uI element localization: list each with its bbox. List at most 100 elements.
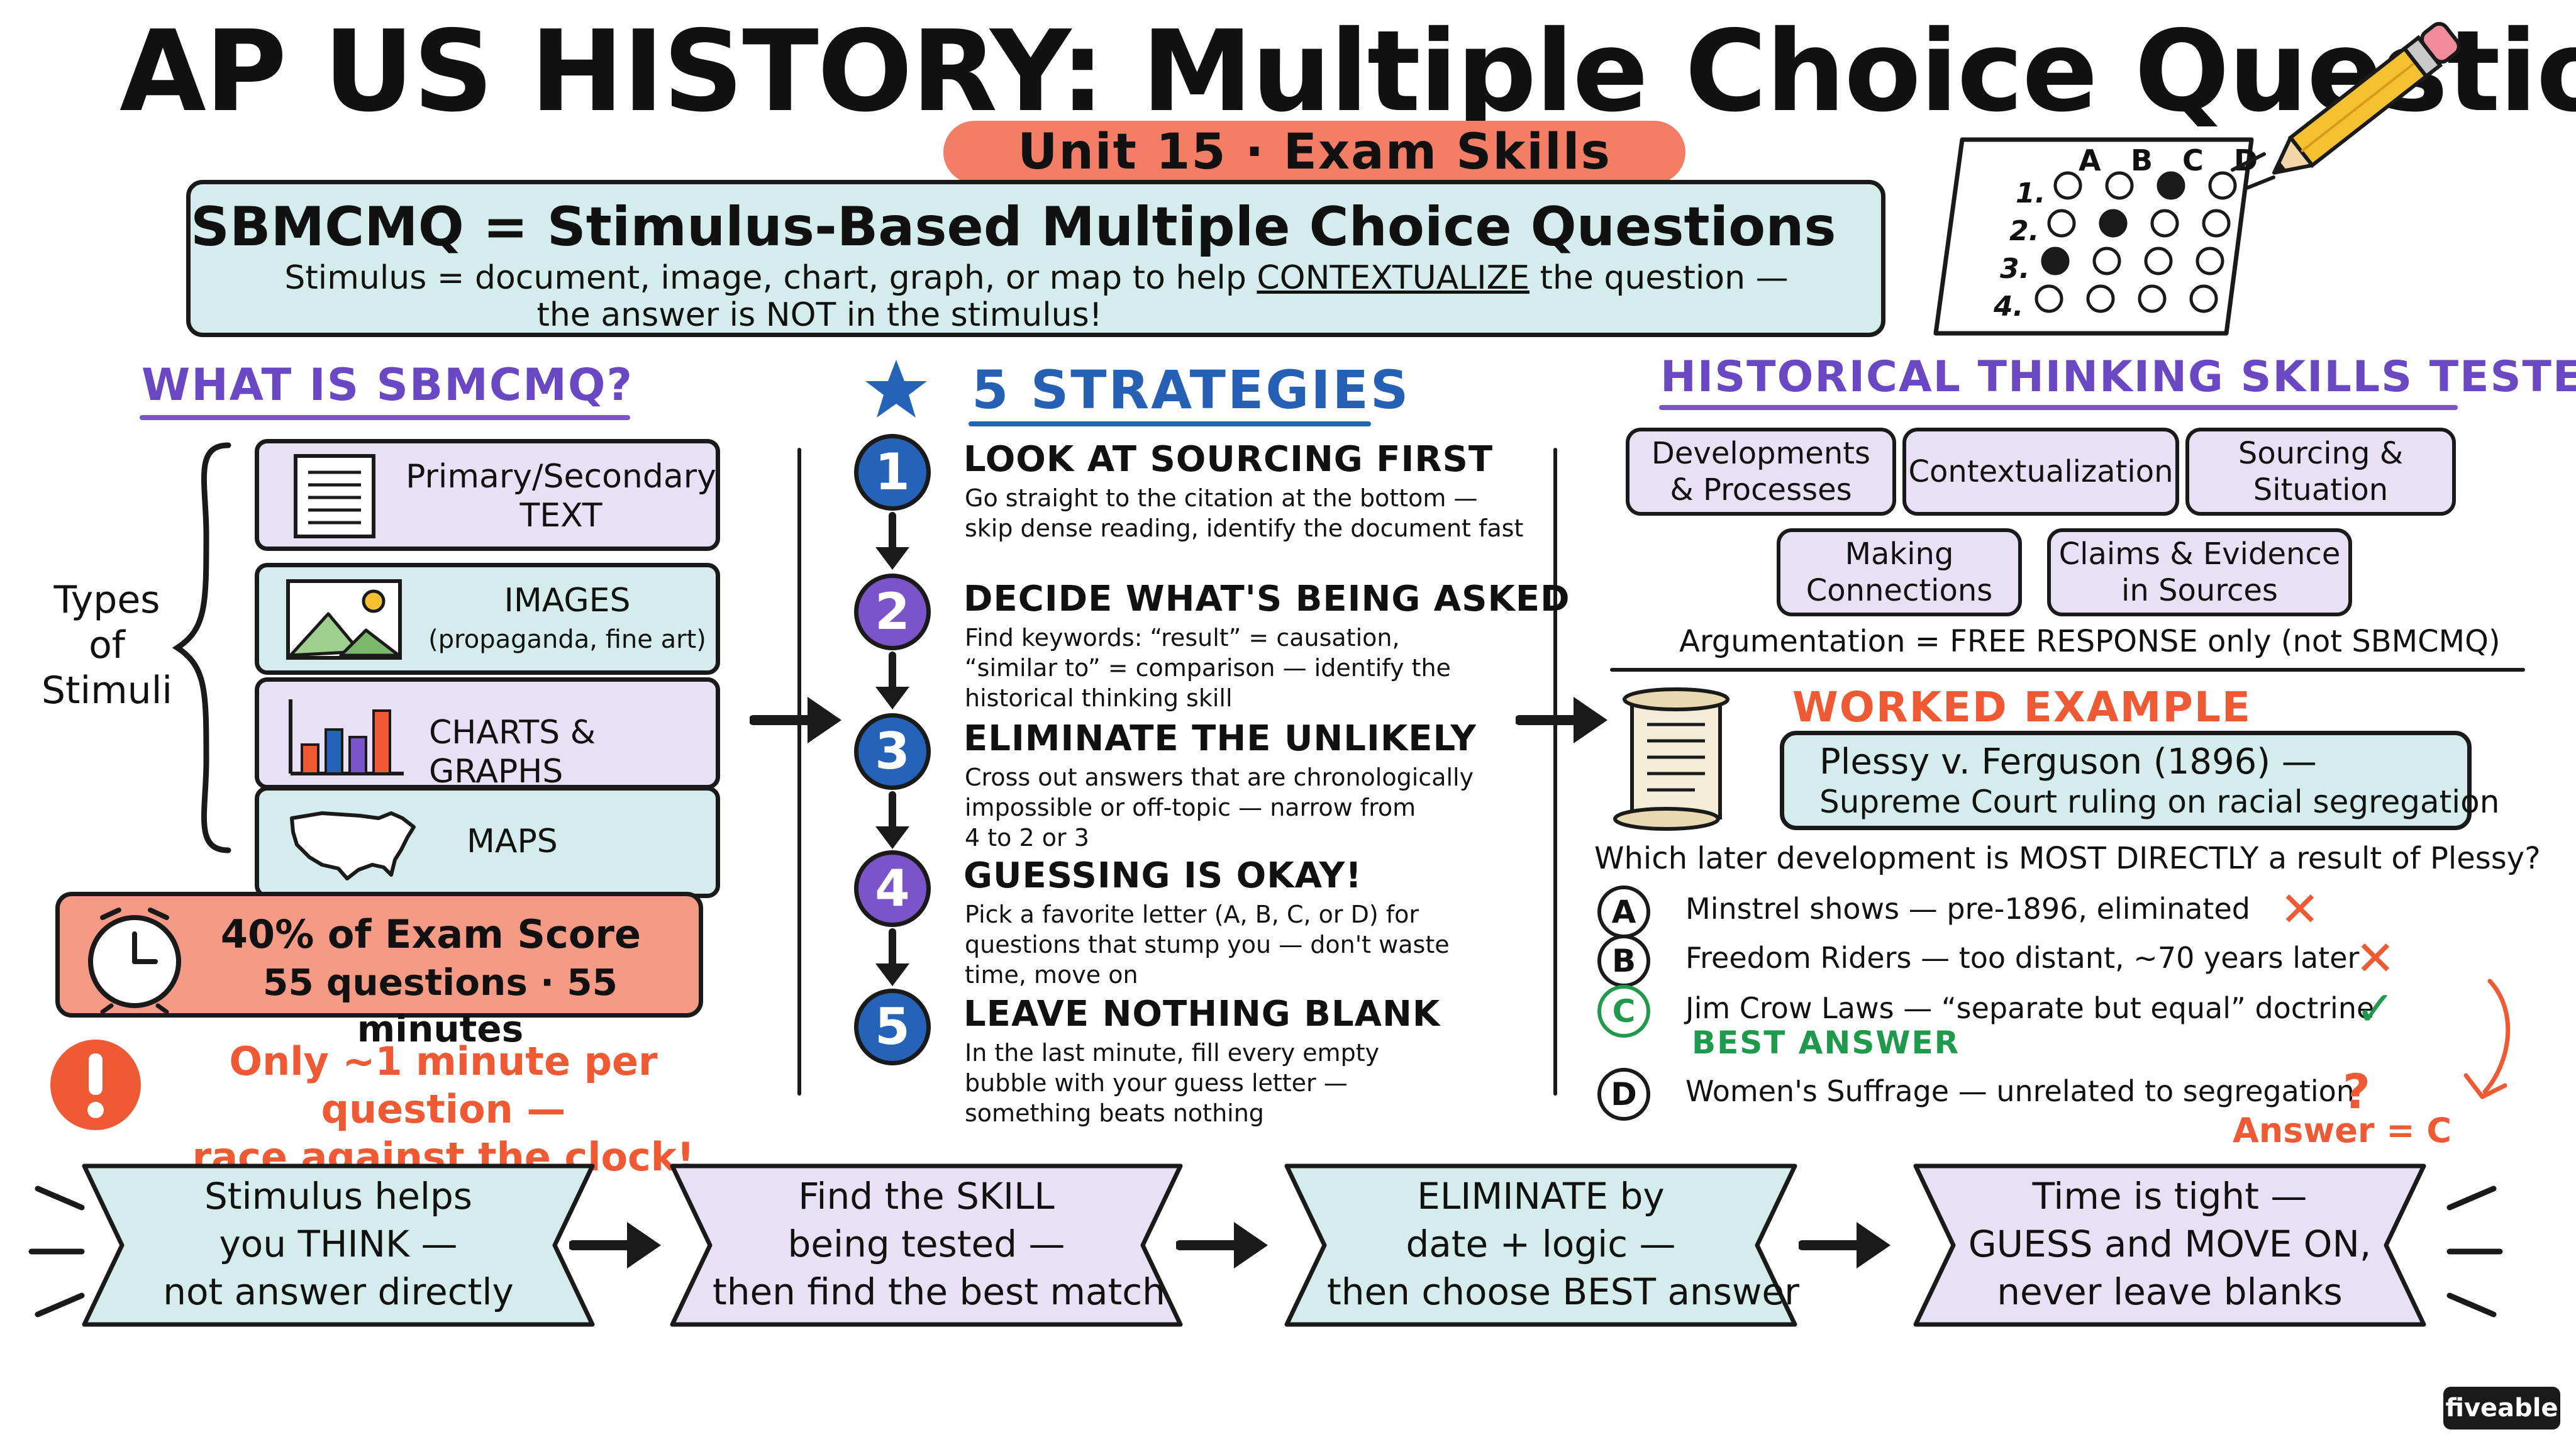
step-description-line: 4 to 2 or 3 <box>965 824 1089 852</box>
arrow-down-icon <box>875 928 909 986</box>
definition-line-1-post: the question — <box>1530 259 1789 297</box>
bubble-empty <box>2144 247 2173 275</box>
step-description-line: “similar to” = comparison — identify the <box>965 654 1451 682</box>
stimulus-type-maps: MAPS <box>255 786 720 898</box>
step-description-line: Go straight to the citation at the botto… <box>965 484 1478 512</box>
bubble-row-2: 2. <box>2009 215 2040 247</box>
skill-sourcing-line-2: Situation <box>2253 472 2389 508</box>
stimulus-text-label: Primary/Secondary TEXT <box>404 457 718 535</box>
step-number-5: 5 <box>854 989 931 1065</box>
example-question: Which later development is MOST DIRECTLY… <box>1594 841 2541 876</box>
banner-shape <box>1913 1163 2426 1327</box>
skill-contextualization: Contextualization <box>1902 428 2179 516</box>
definition-heading: SBMCMQ = Stimulus-Based Multiple Choice … <box>191 196 1836 258</box>
step-description-line: Find keywords: “result” = causation, <box>965 624 1400 652</box>
arrow-right-icon <box>750 697 841 743</box>
section-divider <box>1610 668 2525 672</box>
step-description-line: questions that stump you — don't waste <box>965 931 1450 958</box>
definition-line-1: Stimulus = document, image, chart, graph… <box>191 258 1882 297</box>
arrow-down-icon <box>875 791 909 849</box>
bubble-empty <box>2105 171 2134 200</box>
arrow-right-icon <box>1516 697 1607 743</box>
step-description-4: Pick a favorite letter (A, B, C, or D) f… <box>965 899 1506 990</box>
option-letter-c: C <box>1597 985 1650 1038</box>
unit-badge-label: Unit 15 · Exam Skills <box>1018 124 1611 180</box>
definition-line-2: the answer is NOT in the stimulus! <box>536 296 1102 334</box>
bubble-empty <box>2138 284 2167 313</box>
step-description-3: Cross out answers that are chronological… <box>965 762 1506 853</box>
bubble-sheet-icon <box>1933 137 2254 336</box>
option-letter-d: D <box>1597 1068 1650 1121</box>
skill-claims-line-2: in Sources <box>2121 573 2278 608</box>
option-text-a: Minstrel shows — pre-1896, eliminated <box>1685 892 2250 926</box>
arrow-right-icon <box>569 1222 661 1269</box>
skill-contextualization-label: Contextualization <box>1908 454 2174 489</box>
banner-4: Time is tight —GUESS and MOVE ON,never l… <box>1912 1157 2428 1333</box>
step-description-line: skip dense reading, identify the documen… <box>965 514 1524 542</box>
landscape-image-icon <box>286 579 402 660</box>
step-description-1: Go straight to the citation at the botto… <box>965 483 1524 543</box>
option-text-b: Freedom Riders — too distant, ~70 years … <box>1685 941 2360 975</box>
emphasis-strokes <box>28 1185 85 1318</box>
bubble-empty <box>2202 209 2231 238</box>
bubble-empty <box>2035 284 2063 313</box>
question-mark-icon: ? <box>2343 1063 2371 1119</box>
banner-text-4: Time is tight —GUESS and MOVE ON,never l… <box>1956 1172 2384 1316</box>
bubble-empty <box>2196 247 2224 275</box>
banner-line: Time is tight — <box>2032 1175 2307 1218</box>
best-answer-label: BEST ANSWER <box>1692 1024 1960 1061</box>
banner-line: GUESS and MOVE ON, <box>1968 1223 2372 1265</box>
skill-developments-line-1: Developments <box>1651 436 1871 471</box>
bubble-col-c: C <box>2182 143 2204 177</box>
step-description-line: bubble with your guess letter — <box>965 1069 1348 1097</box>
exam-score-line-2: 55 questions · 55 minutes <box>263 961 618 1050</box>
types-label-line-1: Types <box>53 578 160 622</box>
stimulus-images-line-1: IMAGES <box>504 582 631 619</box>
curly-brace <box>172 442 231 853</box>
skill-connections-line-1: Making <box>1845 536 1954 572</box>
bubble-filled <box>2041 247 2070 275</box>
step-description-line: something beats nothing <box>965 1099 1264 1127</box>
step-title-4: GUESSING IS OKAY! <box>963 855 1362 896</box>
curved-arrow-icon <box>2463 979 2511 1099</box>
star-icon <box>865 360 927 418</box>
what-is-heading: WHAT IS SBMCMQ? <box>142 359 634 411</box>
definition-line-1-pre: Stimulus = document, image, chart, graph… <box>284 259 1257 297</box>
stimulus-text-line-2: TEXT <box>519 497 602 535</box>
step-title-5: LEAVE NOTHING BLANK <box>963 994 1441 1035</box>
banner-line: Stimulus helps <box>204 1175 473 1218</box>
stimulus-images-line-2: (propaganda, fine art) <box>428 625 706 654</box>
skill-sourcing: Sourcing &Situation <box>2185 428 2456 516</box>
option-text-d: Women's Suffrage — unrelated to segregat… <box>1685 1074 2355 1108</box>
check-icon: ✓ <box>2355 980 2396 1036</box>
cross-icon: ✕ <box>2355 930 2396 986</box>
banner-line: ELIMINATE by <box>1417 1175 1665 1218</box>
stimulus-type-images: IMAGES (propaganda, fine art) <box>255 563 720 675</box>
bubble-empty <box>2092 247 2121 275</box>
column-divider-right <box>1553 448 1557 1096</box>
step-description-line: Cross out answers that are chronological… <box>965 763 1474 791</box>
skill-developments-line-2: & Processes <box>1670 472 1852 508</box>
banner-line: not answer directly <box>163 1270 514 1313</box>
banner-line: then find the best match <box>713 1270 1165 1313</box>
types-label-line-2: of <box>89 623 125 667</box>
column-divider-left <box>797 448 801 1096</box>
strategies-underline <box>969 421 1371 426</box>
scroll-icon <box>1613 687 1729 831</box>
step-description-2: Find keywords: “result” = causation,“sim… <box>965 623 1506 713</box>
arrow-down-icon <box>875 652 909 709</box>
bubble-empty <box>2086 284 2115 313</box>
banner-line: then choose BEST answer <box>1327 1270 1799 1313</box>
bubble-col-a: A <box>2079 143 2101 177</box>
unit-badge: Unit 15 · Exam Skills <box>943 121 1685 184</box>
arrow-right-icon <box>1799 1222 1890 1269</box>
arrow-right-icon <box>1176 1222 1268 1269</box>
what-is-underline <box>140 415 630 420</box>
brand-logo: fiveable <box>2443 1387 2560 1430</box>
